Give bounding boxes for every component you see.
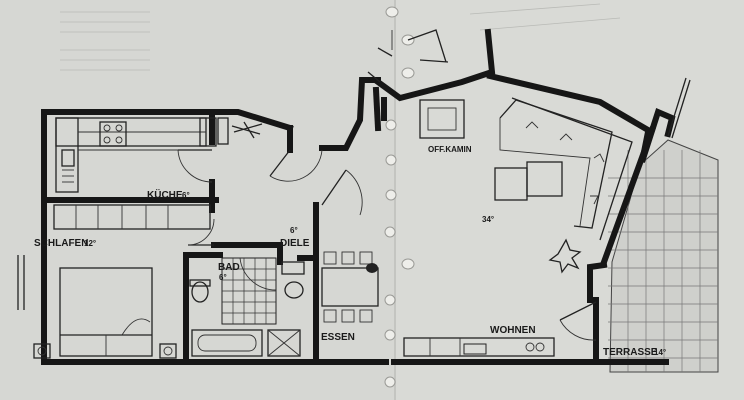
shower xyxy=(267,329,301,357)
washbasin xyxy=(284,281,304,299)
wardrobe xyxy=(53,204,211,230)
room-size-wohnen: 34° xyxy=(482,215,494,224)
bleed-through-text xyxy=(60,3,621,71)
coffee-table-2 xyxy=(526,161,563,197)
living-furniture xyxy=(403,97,633,357)
terrace-door xyxy=(559,77,691,341)
room-label-essen: ESSEN xyxy=(321,332,355,343)
bedroom-furniture xyxy=(17,204,211,359)
room-size-schlafen: 12° xyxy=(84,239,96,248)
room-label-terrasse: TERRASSE xyxy=(603,347,658,358)
toilet xyxy=(191,281,209,303)
room-size-terrasse: 14° xyxy=(654,348,666,357)
sink xyxy=(61,149,75,167)
bedroom-door xyxy=(187,218,215,246)
kitchen-door xyxy=(177,149,213,183)
room-size-kueche: 6° xyxy=(182,191,190,200)
room-label-wohnen: WOHNEN xyxy=(490,325,536,336)
north-door xyxy=(367,29,449,83)
fridge xyxy=(199,117,217,147)
room-size-diele: 6° xyxy=(290,226,298,235)
fireplace xyxy=(419,99,465,139)
dining-table xyxy=(321,251,379,323)
entrance-door xyxy=(269,149,363,216)
binding-holes xyxy=(384,6,415,388)
fireplace-label: OFF.KAMIN xyxy=(428,145,472,154)
walls xyxy=(41,28,676,365)
stove xyxy=(99,121,127,147)
sideboard xyxy=(403,337,555,357)
room-label-schlafen: SCHLAFEN xyxy=(34,238,88,249)
bathroom-fixtures xyxy=(189,257,305,357)
room-label-kueche: KÜCHE xyxy=(147,188,183,201)
room-label-diele: DIELE xyxy=(280,238,310,249)
plant xyxy=(548,238,582,274)
bathtub xyxy=(191,329,263,357)
kitchen-counter xyxy=(55,117,263,193)
room-label-bad: BAD xyxy=(218,262,240,273)
room-size-bad: 6° xyxy=(219,273,227,282)
